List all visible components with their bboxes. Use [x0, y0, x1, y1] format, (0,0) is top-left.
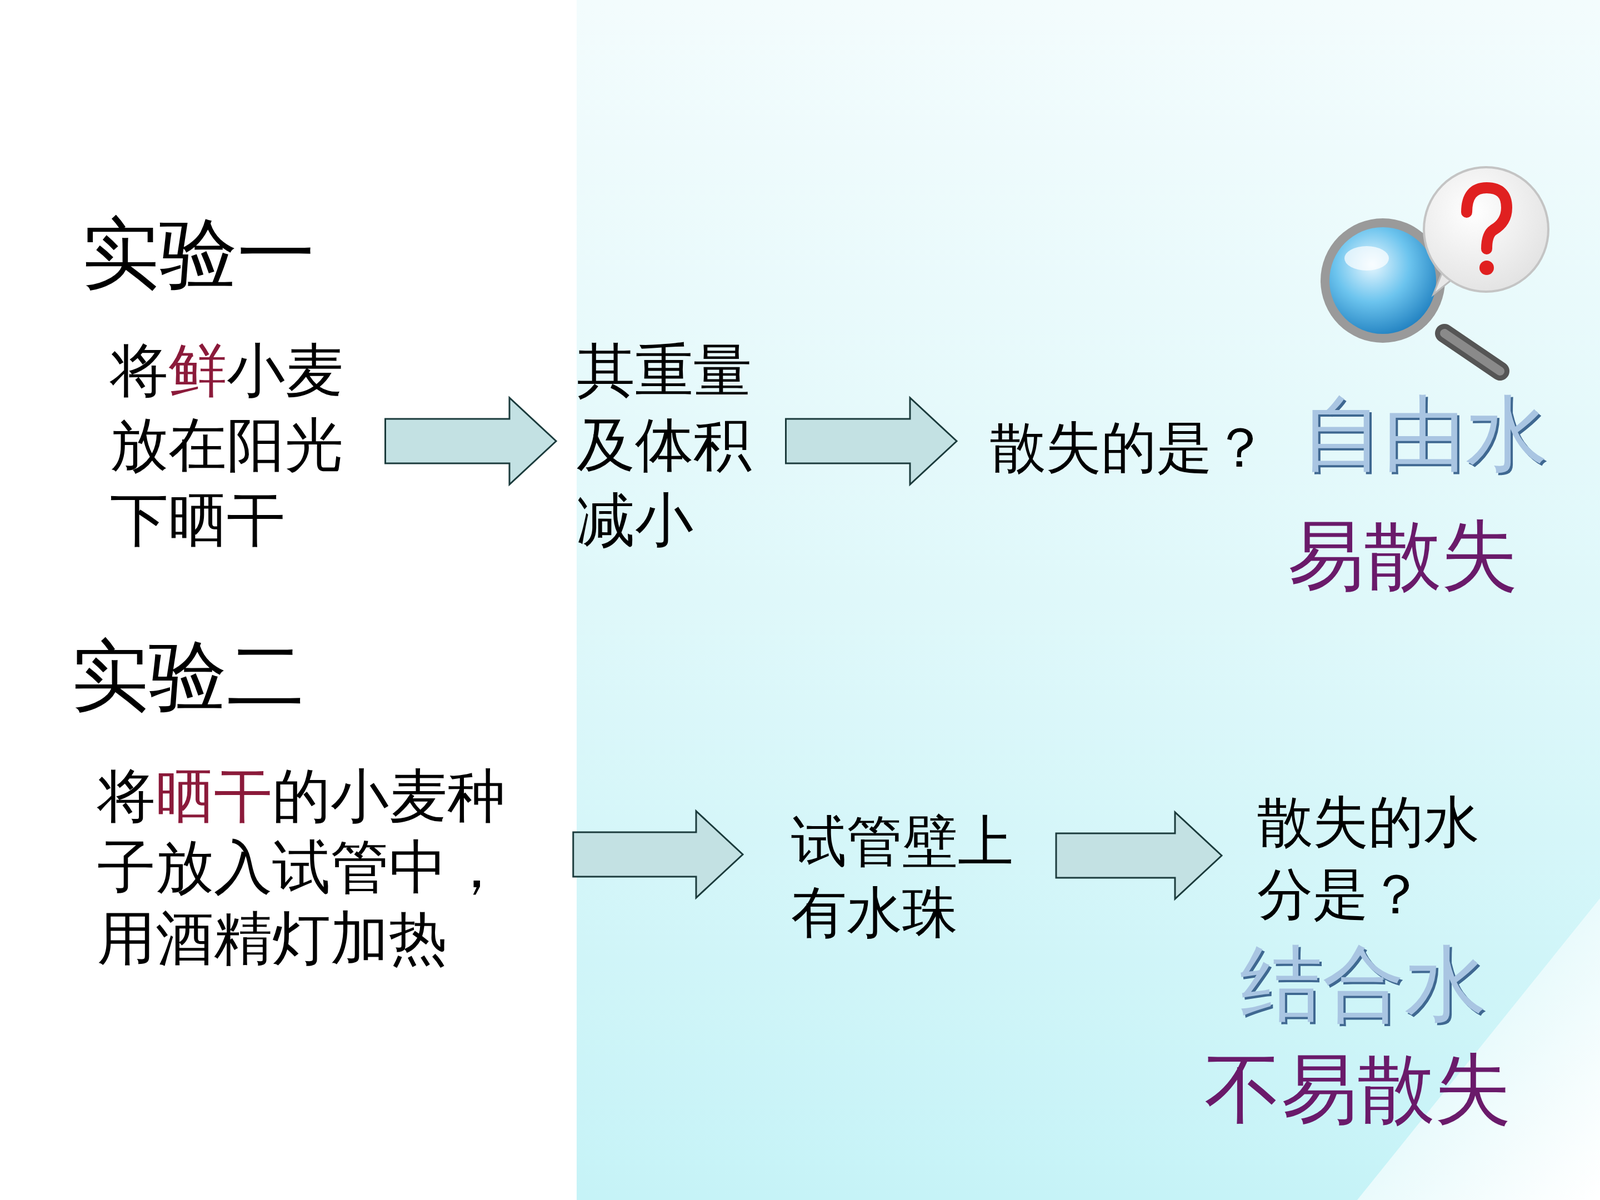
- note-label: 易散失: [1287, 513, 1518, 599]
- experiment-heading: 实验二: [71, 633, 305, 719]
- block-arrow: [573, 811, 743, 898]
- text-run: 试管壁上有水珠: [791, 808, 1014, 945]
- highlight-word: 晒干: [155, 762, 273, 830]
- text-run: 散失的是？: [990, 415, 1268, 480]
- step-text: 其重量及体积减小: [576, 333, 770, 558]
- step-text: 试管壁上有水珠: [791, 806, 1033, 949]
- highlight-word: 鲜: [168, 336, 227, 405]
- text-run: 散失的水分是？: [1257, 789, 1480, 927]
- note-label: 不易散失: [1204, 1047, 1512, 1132]
- experiment-heading: 实验一: [81, 211, 315, 297]
- step-text: 将鲜小麦放在阳光下晒干: [110, 333, 362, 558]
- text-run: 将: [97, 762, 156, 830]
- answer-label: 结合水: [1240, 938, 1487, 1030]
- step-text: 将晒干的小麦种子放入试管中，用酒精灯加热: [97, 760, 527, 974]
- answer-label: 自由水: [1301, 388, 1548, 480]
- text-block: 散失的水分是？: [1257, 786, 1499, 931]
- block-arrow: [1056, 812, 1222, 899]
- text-block: 将鲜小麦放在阳光下晒干: [110, 333, 362, 558]
- text-block: 将晒干的小麦种子放入试管中，用酒精灯加热: [97, 760, 527, 974]
- step-text: 散失的是？: [990, 411, 1290, 484]
- question-bubble-icon: [1423, 167, 1549, 295]
- tinted-panel: [576, 0, 1600, 1200]
- text-run: 将: [110, 336, 169, 405]
- step-text: 散失的水分是？: [1257, 786, 1499, 931]
- text-run: 其重量及体积减小: [576, 336, 752, 554]
- text-block: 散失的是？: [990, 411, 1290, 484]
- text-block: 试管壁上有水珠: [791, 806, 1033, 949]
- block-arrow: [786, 397, 958, 485]
- text-block: 其重量及体积减小: [576, 333, 770, 558]
- block-arrow: [385, 397, 557, 485]
